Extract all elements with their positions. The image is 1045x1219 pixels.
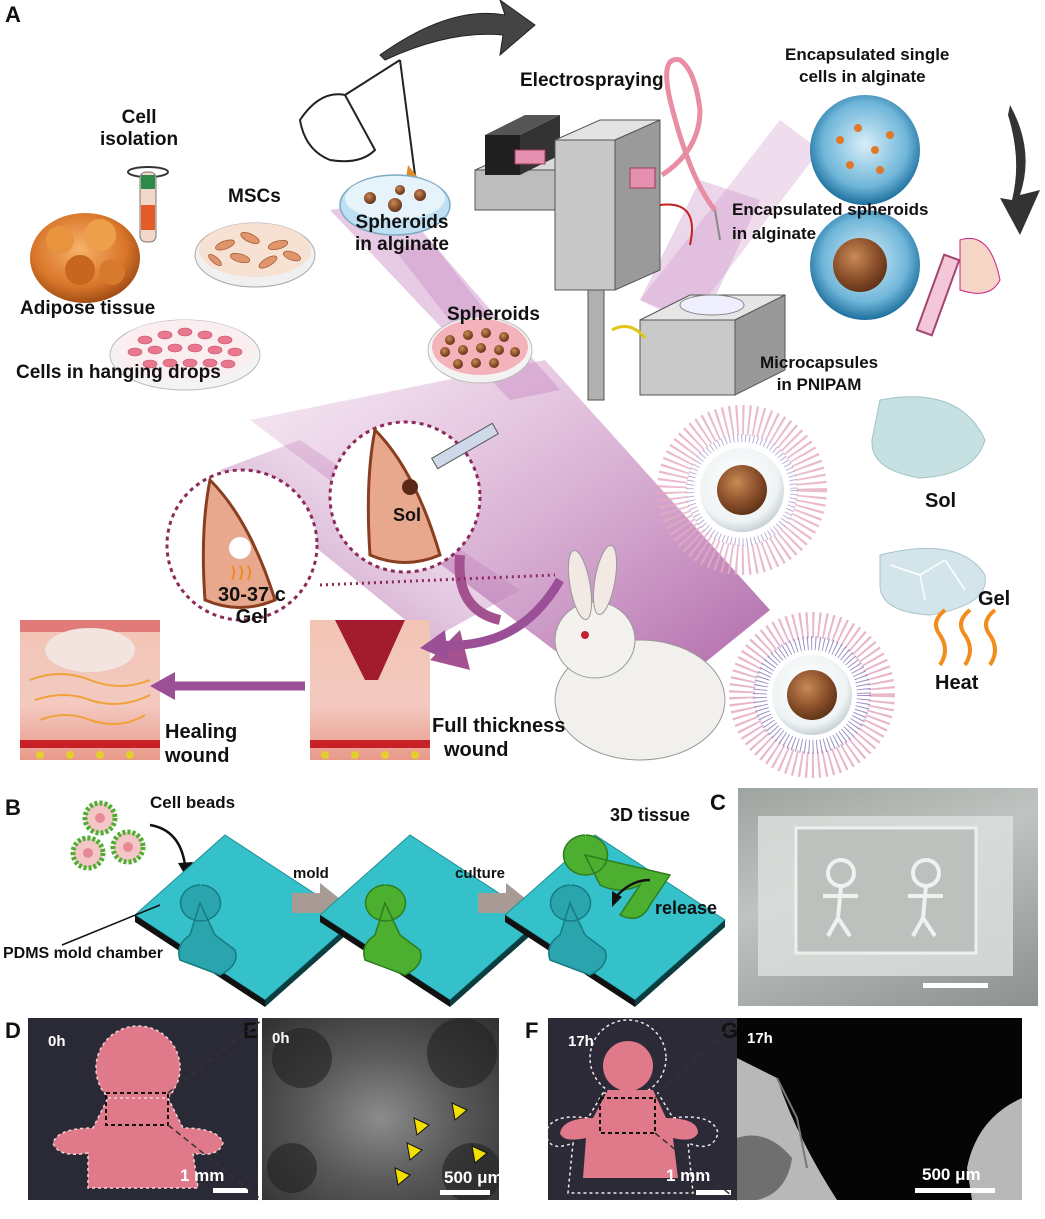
label-microcapsules: Microcapsules in PNIPAM [760, 352, 878, 396]
scale-label-f: 1 mm [666, 1166, 711, 1185]
panel-b-illustration [61, 800, 726, 1007]
spheroid-capsule [810, 210, 920, 320]
label-encapsulated-spheroids-line2: in alginate [732, 224, 817, 243]
label-healing-wound: Healing wound [165, 720, 237, 768]
panel-label-b: B [5, 795, 21, 820]
label-adipose-tissue: Adipose tissue [20, 298, 156, 319]
panel-label-g: G [721, 1018, 739, 1043]
gel-drop [879, 547, 986, 616]
label-sol-right: Sol [925, 490, 957, 512]
panel-label-c: C [710, 790, 726, 815]
time-label-g: 17h [747, 1030, 773, 1047]
pnipam-capsule-bottom [729, 612, 895, 778]
heat-arrows [934, 608, 997, 667]
label-heat: Heat [935, 672, 979, 694]
gel-circle [165, 468, 319, 622]
label-healing-wound-line1: Healing [165, 721, 238, 743]
label-spheroids-in-alginate: Spheroids in alginate [355, 212, 449, 256]
scale-label-g: 500 μm [922, 1165, 981, 1184]
label-electrospraying: Electrospraying [520, 70, 664, 91]
spheroids-dish [427, 316, 533, 384]
panel-c-photo [738, 788, 1038, 1006]
label-temp-gel: 30-37 c Gel [218, 584, 286, 628]
label-gel-circle: Gel [235, 606, 269, 628]
electrospray-device [474, 115, 786, 401]
label-spheroids: Spheroids [447, 304, 540, 325]
panel-g-micrograph: 17h 500 μm [737, 1018, 1022, 1200]
label-spheroids-in-alginate-line1: Spheroids [355, 212, 449, 233]
healing-wound-image [20, 620, 160, 760]
sol-circle [328, 420, 499, 574]
label-release: release [655, 898, 718, 918]
label-spheroids-in-alginate-line2: in alginate [355, 234, 449, 255]
scale-label-d: 1 mm [180, 1166, 225, 1185]
label-culture: culture [455, 865, 506, 882]
label-mscs: MSCs [228, 186, 281, 207]
msc-dish [194, 222, 316, 288]
panel-d-micrograph: 0h 1 mm [28, 1018, 258, 1200]
label-gel-right: Gel [978, 588, 1011, 610]
adipose-tissue-image [30, 213, 140, 303]
pnipam-capsule-top [657, 405, 827, 575]
rabbit-image [554, 544, 726, 761]
label-full-thickness-wound: Full thickness wound [432, 714, 565, 762]
label-full-thickness-line2: wound [444, 739, 509, 761]
cell-bead-icons [70, 800, 146, 871]
label-cell-beads: Cell beads [150, 793, 236, 812]
panel-label-a: A [5, 2, 21, 27]
single-cell-capsule [810, 95, 920, 205]
label-mold: mold [293, 865, 329, 882]
pdms-mold-2 [319, 834, 541, 1007]
hanging-drops-dish [109, 319, 261, 391]
label-cell-isolation-line1: Cell [121, 107, 157, 128]
label-full-thickness-line1: Full thickness [432, 715, 566, 737]
full-thickness-wound-image [310, 620, 430, 760]
time-label-d: 0h [48, 1033, 66, 1050]
label-temp: 30-37 c [218, 584, 286, 606]
panel-a-illustration [20, 0, 1040, 778]
label-microcapsules-line2: in PNIPAM [776, 375, 862, 394]
panel-label-d: D [5, 1018, 21, 1043]
panel-label-f: F [525, 1018, 539, 1043]
label-cell-isolation: Cell isolation [100, 107, 178, 151]
label-cells-hanging-drops: Cells in hanging drops [16, 362, 221, 383]
label-cell-isolation-line2: isolation [100, 129, 179, 150]
time-label-e: 0h [272, 1030, 290, 1047]
panel-f-micrograph: 17h 1 mm [548, 1018, 738, 1200]
scale-label-e: 500 μm [444, 1168, 499, 1187]
label-encapsulated-single-line2: cells in alginate [799, 67, 926, 86]
label-encapsulated-spheroids: Encapsulated spheroids in alginate [732, 198, 929, 246]
sol-drop [871, 396, 986, 479]
label-pdms-mold-chamber: PDMS mold chamber [3, 945, 164, 962]
label-microcapsules-line1: Microcapsules [760, 353, 879, 372]
label-sol-circle: Sol [393, 505, 422, 525]
label-encapsulated-spheroids-line1: Encapsulated spheroids [732, 200, 929, 219]
time-label-f: 17h [568, 1033, 594, 1050]
label-3d-tissue: 3D tissue [610, 805, 691, 825]
pdms-mold-3 [504, 834, 726, 1007]
panel-label-e: E [243, 1018, 258, 1043]
hand-pipette [298, 59, 416, 176]
label-encapsulated-single: Encapsulated single cells in alginate [785, 44, 949, 88]
label-healing-wound-line2: wound [165, 745, 230, 767]
panel-e-micrograph: 0h 500 μm [262, 1018, 499, 1200]
label-encapsulated-single-line1: Encapsulated single [785, 45, 950, 64]
